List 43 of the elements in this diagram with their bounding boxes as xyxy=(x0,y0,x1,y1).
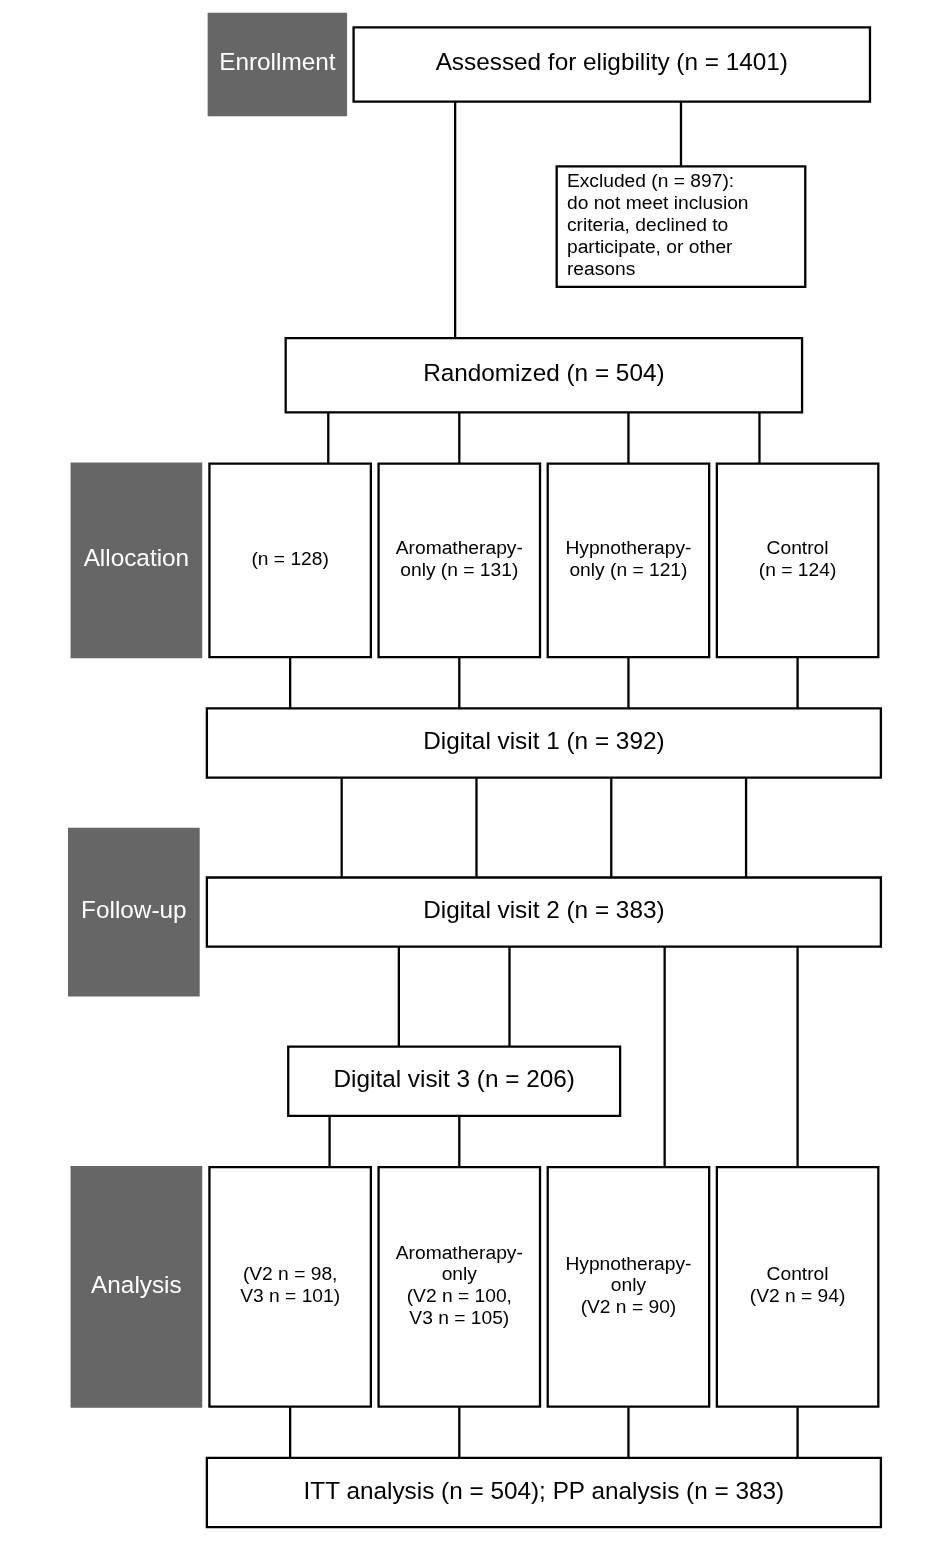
node-box: Allocation xyxy=(70,462,203,659)
connector xyxy=(289,1407,292,1458)
node-box: Follow-up xyxy=(67,827,200,997)
connector xyxy=(679,101,683,167)
connector xyxy=(475,777,478,877)
node-box: Assessed for eligbility (n = 1401) xyxy=(352,26,872,103)
connector xyxy=(328,1116,331,1167)
node-box: ITT analysis (n = 504); PP analysis (n = 383) xyxy=(205,1456,883,1529)
node-box: Analysis xyxy=(70,1165,203,1408)
connector xyxy=(663,947,666,1167)
node-box: Hypnotherapy-only (V2 n = 90) xyxy=(546,1165,711,1408)
node-box: Enrollment xyxy=(207,12,348,117)
node-box: Digital visit 2 (n = 383) xyxy=(205,876,883,948)
node-box: Aromatherapy-only (V2 n = 100, V3 n = 105) xyxy=(377,1165,542,1408)
node-box: Excluded (n = 897): do not meet inclusion criteria, declined to participate, or other reasons xyxy=(555,165,807,288)
connector xyxy=(758,412,761,464)
connector xyxy=(796,1407,799,1458)
connector xyxy=(454,101,457,338)
connector xyxy=(610,777,613,877)
node-box: Hypnotherapy-only (n = 121) xyxy=(546,462,711,659)
connector xyxy=(458,657,461,709)
connector xyxy=(458,1407,461,1458)
node-box: Digital visit 1 (n = 392) xyxy=(205,707,883,779)
node-box: Aromatherapy-only (n = 131) xyxy=(377,462,542,659)
connector xyxy=(327,412,330,464)
node-box: Control (V2 n = 94) xyxy=(715,1165,880,1408)
connector xyxy=(458,412,461,464)
connector xyxy=(627,412,630,464)
node-box: Digital visit 3 (n = 206) xyxy=(287,1045,622,1117)
connector xyxy=(627,657,630,709)
node-box: (V2 n = 98, V3 n = 101) xyxy=(208,1165,373,1408)
node-box: Control (n = 124) xyxy=(715,462,880,659)
connector xyxy=(796,947,799,1167)
connector xyxy=(796,657,799,709)
node-box: Randomized (n = 504) xyxy=(284,336,804,414)
connector xyxy=(744,777,748,877)
connector xyxy=(508,946,511,1047)
connector xyxy=(458,1116,461,1167)
connector xyxy=(627,1407,630,1458)
node-box: (n = 128) xyxy=(208,462,373,659)
connector xyxy=(340,777,343,877)
connector xyxy=(397,946,400,1047)
connector xyxy=(289,657,292,709)
